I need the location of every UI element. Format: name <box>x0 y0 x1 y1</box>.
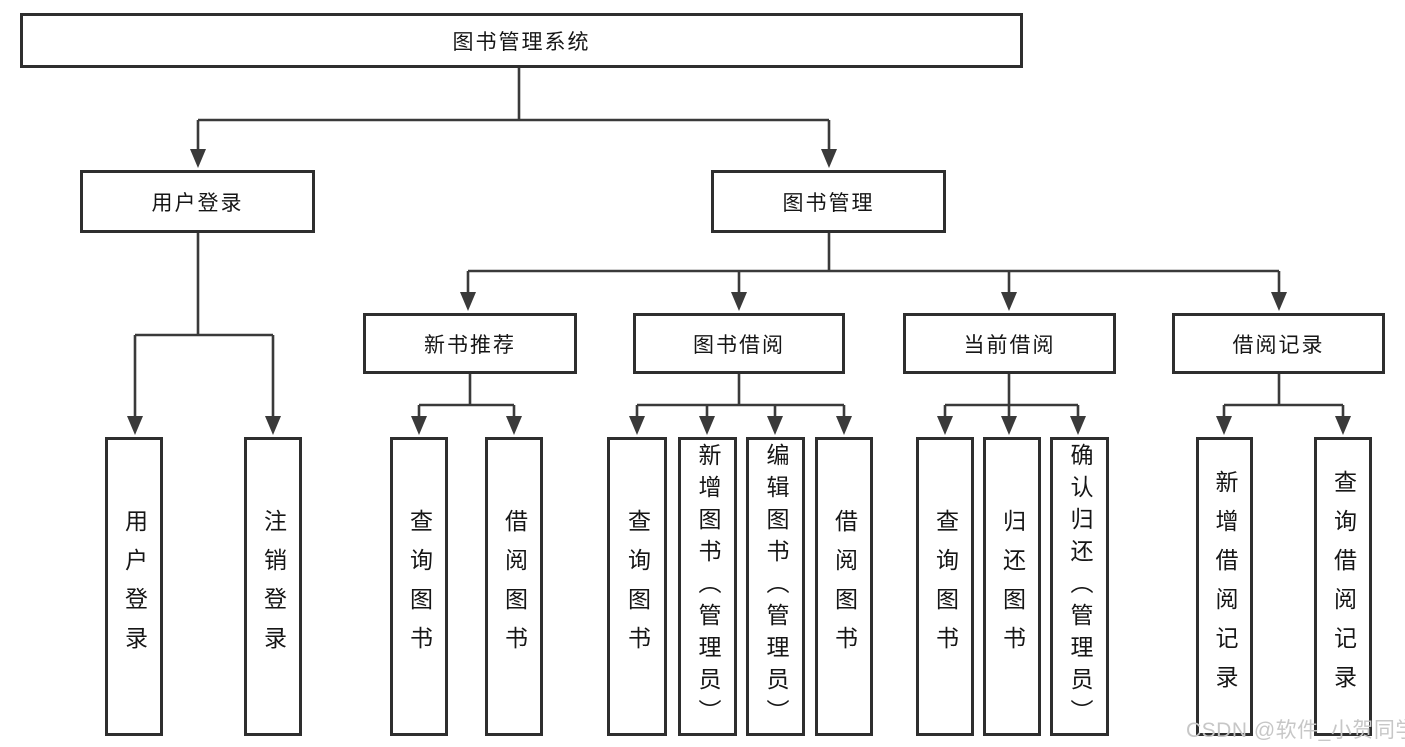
edge-book-borrow-to-leaves <box>635 374 846 419</box>
edge-root-to-level2 <box>196 68 831 152</box>
node-label: 注销登录 <box>260 508 287 665</box>
node-current-borrowing: 当前借阅 <box>903 313 1116 374</box>
node-borrowing-records: 借阅记录 <box>1172 313 1385 374</box>
csdn-watermark: CSDN @软件_小贺同学 <box>1186 719 1405 742</box>
node-current-confirm-return-admin: 确认归还（管理员） <box>1050 437 1109 736</box>
node-library-management-system: 图书管理系统 <box>20 13 1023 68</box>
edge-borrow-record-to-leaves <box>1222 374 1345 419</box>
node-label: 当前借阅 <box>963 333 1056 357</box>
node-label: 查询图书 <box>406 508 433 665</box>
node-book-management: 图书管理 <box>711 170 946 233</box>
edge-current-borrow-to-leaves <box>943 374 1080 419</box>
node-recommend-query-books: 查询图书 <box>390 437 448 736</box>
node-borrowing-query-books: 查询图书 <box>607 437 667 736</box>
node-new-book-recommend: 新书推荐 <box>363 313 577 374</box>
node-leaf-logout: 注销登录 <box>244 437 302 736</box>
node-current-return-books: 归还图书 <box>983 437 1041 736</box>
edge-book-mgmt-to-level3 <box>466 233 1281 295</box>
node-records-add-record: 新增借阅记录 <box>1196 437 1253 736</box>
node-label: 用户登录 <box>151 191 244 215</box>
node-user-login: 用户登录 <box>80 170 315 233</box>
node-label: 图书管理系统 <box>452 30 591 54</box>
node-label: 归还图书 <box>999 508 1026 665</box>
node-label: 借阅图书 <box>831 508 858 665</box>
node-label: 编辑图书（管理员） <box>763 442 789 731</box>
node-label: 新增借阅记录 <box>1212 469 1238 704</box>
node-label: 查询图书 <box>624 508 651 665</box>
node-label: 借阅图书 <box>501 508 528 665</box>
node-records-query-record: 查询借阅记录 <box>1314 437 1372 736</box>
node-leaf-user-login: 用户登录 <box>105 437 163 736</box>
edge-new-book-to-leaves <box>417 374 516 419</box>
node-label: 图书借阅 <box>693 333 785 357</box>
node-label: 用户登录 <box>121 508 148 665</box>
arrowheads <box>127 149 1351 435</box>
node-label: 借阅记录 <box>1232 333 1325 357</box>
node-label: 新书推荐 <box>424 333 516 357</box>
node-borrowing-add-books-admin: 新增图书（管理员） <box>678 437 737 736</box>
node-label: 图书管理 <box>782 191 875 215</box>
node-label: 查询借阅记录 <box>1330 469 1357 704</box>
edge-user-login-to-leaves <box>133 233 275 419</box>
node-borrowing-borrow-books: 借阅图书 <box>815 437 873 736</box>
node-recommend-borrow-books: 借阅图书 <box>485 437 543 736</box>
node-current-query-books: 查询图书 <box>916 437 974 736</box>
node-label: 新增图书（管理员） <box>695 442 721 731</box>
node-label: 确认归还（管理员） <box>1067 442 1093 731</box>
node-label: 查询图书 <box>932 508 959 665</box>
node-borrowing-edit-books-admin: 编辑图书（管理员） <box>746 437 805 736</box>
node-book-borrowing: 图书借阅 <box>633 313 845 374</box>
